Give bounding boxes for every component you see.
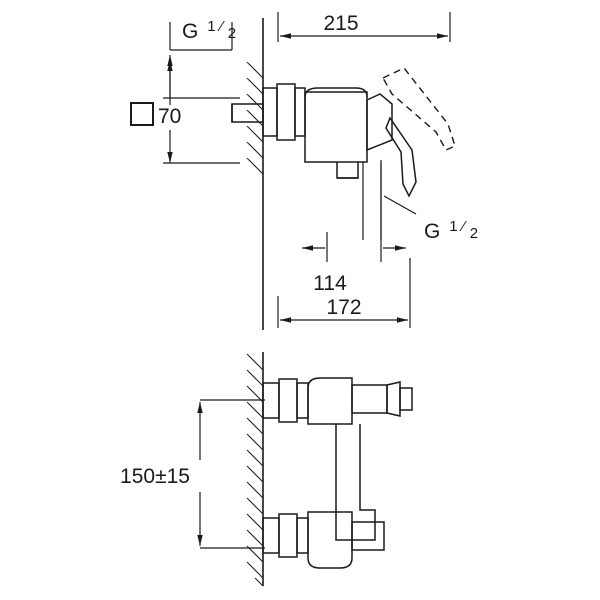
outlet-lines: [362, 162, 382, 240]
label-150-tolerance: 150±15: [120, 465, 190, 488]
dimension-150: [197, 399, 265, 549]
square-dimension-70: [167, 60, 173, 163]
label-114: 114: [313, 272, 347, 295]
dimension-172: [277, 258, 411, 328]
top-view-group: G 1 ⁄ 2 70 215 G 1 ⁄ 2 114 172: [130, 12, 478, 330]
label-172: 172: [326, 296, 361, 319]
wall-hatching-bottom: [246, 353, 264, 587]
thread-leader-bottom: [383, 195, 417, 215]
label-square-70: 70: [158, 105, 181, 128]
square-extension-lines: [163, 97, 240, 164]
wall-hatching-top: [246, 61, 264, 175]
lever-dashed-open-position: [382, 67, 456, 151]
bottom-view-group: 150±15: [120, 352, 413, 587]
label-g-half-top: G 1 ⁄ 2: [182, 13, 236, 43]
mixer-body-front-view: [262, 377, 413, 569]
mixer-body-side-view: [231, 83, 417, 198]
dimension-114: [302, 160, 406, 262]
square-symbol-icon: [130, 102, 154, 126]
label-g-half-bottom: G 1 ⁄ 2: [424, 213, 478, 243]
label-215: 215: [323, 12, 358, 35]
dimension-215: [277, 12, 451, 42]
